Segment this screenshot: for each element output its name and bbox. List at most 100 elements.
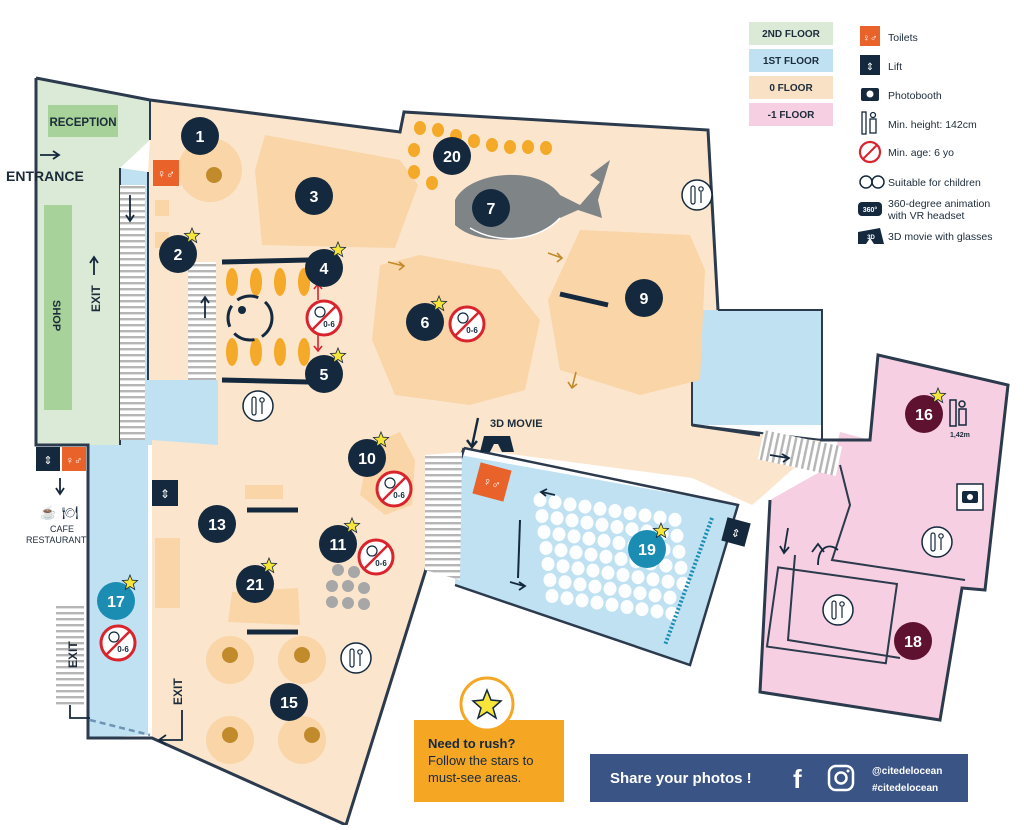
exhibit-pin-21[interactable]: 21 <box>236 556 278 603</box>
floor-swatch <box>749 49 833 72</box>
floor-swatch <box>749 76 833 99</box>
reception-label: RECEPTION <box>49 117 116 129</box>
floor-key-item: 0 FLOOR <box>749 76 833 99</box>
upper-room-blue <box>692 310 822 425</box>
lift-icon: ⇕ <box>36 447 60 471</box>
exhibit-pin-6[interactable]: 6 <box>406 294 448 341</box>
cafe-icon: ☕ 🍽 <box>40 504 79 520</box>
exhibit-pin-5[interactable]: 5 <box>305 346 347 393</box>
legend-label: 3D movie with glasses <box>888 231 992 243</box>
exhibit-pin-18[interactable]: 18 <box>894 622 932 660</box>
floor-swatch <box>749 103 833 126</box>
exhibit-pin-9[interactable]: 9 <box>625 279 663 317</box>
children-icon <box>921 526 953 558</box>
camera-icon <box>861 88 879 101</box>
exhibit-pin-13[interactable]: 13 <box>198 505 236 543</box>
share-label: Share your photos ! <box>610 770 752 787</box>
rush-line2: must-see areas. <box>428 770 521 785</box>
age-restriction-icon: 0-6 <box>357 538 395 576</box>
exhibit-pin-11[interactable]: 11 <box>319 516 361 563</box>
svg-text:🍽: 🍽 <box>62 505 79 520</box>
legend-label: Lift <box>888 61 902 73</box>
instagram-icon[interactable] <box>827 764 855 792</box>
cafe-label: CAFE <box>50 524 74 534</box>
surfer-icon <box>226 294 274 342</box>
exhibit-number: 11 <box>330 537 347 554</box>
toilets-icon: ♀♂ <box>62 447 86 471</box>
exhibit-number: 19 <box>638 542 656 559</box>
cafe-tables <box>206 167 326 764</box>
svg-text:☕: ☕ <box>40 504 56 520</box>
3d-glasses-icon: 3D <box>858 228 884 244</box>
exhibit-pin-15[interactable]: 15 <box>270 683 308 721</box>
rush-line1: Follow the stars to <box>428 753 534 768</box>
svg-text:♀♂: ♀♂ <box>66 455 83 467</box>
star-icon <box>929 386 947 404</box>
svg-text:⇕: ⇕ <box>160 487 170 501</box>
lift-icon: ⇕ <box>721 517 751 547</box>
exhibit-number: 13 <box>208 517 226 534</box>
stairs-exit-left <box>56 605 84 705</box>
vr-360-icon: 360° <box>858 202 882 216</box>
exhibit-pin-19[interactable]: 19 <box>628 521 670 568</box>
exhibit-number: 4 <box>320 261 329 278</box>
age-label: 0-6 <box>375 559 387 568</box>
exhibit-number: 6 <box>421 315 430 332</box>
exhibit-pin-17[interactable]: 17 <box>97 573 139 620</box>
share-handle: @citedelocean <box>872 766 942 777</box>
floor-key-item: 2ND FLOOR <box>749 22 833 45</box>
exhibit-pin-7[interactable]: 7 <box>472 189 510 227</box>
entrance-label: ENTRANCE <box>6 168 84 184</box>
lift-icon: ⇕ <box>860 55 880 75</box>
exit-label-top: EXIT <box>89 285 103 312</box>
stairs-center <box>188 262 216 380</box>
exit-label-bottom: EXIT <box>171 678 185 705</box>
children-icon <box>859 175 885 189</box>
floor-label: -1 FLOOR <box>768 110 815 121</box>
toilets-icon: ♀♂ <box>153 160 179 186</box>
svg-text:⇕: ⇕ <box>729 527 741 541</box>
height-icon <box>861 111 877 135</box>
svg-text:⇕: ⇕ <box>866 62 874 73</box>
legend-label: 360-degree animation <box>888 198 990 210</box>
3d-movie-label: 3D MOVIE <box>490 418 543 430</box>
legend-icons: ♀♂ ⇕ 360° 3D <box>858 26 885 244</box>
exhibit-pin-20[interactable]: 20 <box>433 137 471 175</box>
room-9 <box>548 230 705 395</box>
stairs-minus1 <box>757 430 843 476</box>
facebook-icon[interactable]: f <box>793 764 802 794</box>
exhibit-pin-16[interactable]: 16 <box>905 386 947 433</box>
exhibit-pin-1[interactable]: 1 <box>181 117 219 155</box>
exhibit-number: 17 <box>107 594 125 611</box>
floor-key-item: -1 FLOOR <box>749 103 833 126</box>
rush-title: Need to rush? <box>428 736 515 751</box>
age-icon <box>858 140 882 164</box>
stairs-entrance <box>120 185 145 440</box>
exhibit-number: 7 <box>487 201 496 218</box>
exhibit-pin-4[interactable]: 4 <box>305 240 347 287</box>
share-banner: Share your photos ! f @citedelocean #cit… <box>590 754 968 802</box>
children-icon <box>822 594 854 626</box>
floor-area-minus1 <box>760 355 1008 720</box>
svg-text:3D: 3D <box>867 235 875 241</box>
star-icon <box>652 521 670 539</box>
exhibit-pin-10[interactable]: 10 <box>348 430 390 477</box>
star-icon <box>471 687 503 720</box>
exhibit-pin-2[interactable]: 2 <box>159 226 201 273</box>
exhibit-pin-3[interactable]: 3 <box>295 177 333 215</box>
stairs-cinema <box>425 452 462 580</box>
rush-box: Need to rush? Follow the stars to must-s… <box>414 676 564 802</box>
floor-key-item: 1ST FLOOR <box>749 49 833 72</box>
svg-text:♀♂: ♀♂ <box>481 474 502 492</box>
star-icon <box>343 516 361 534</box>
shop-area <box>44 205 72 410</box>
exhibit-number: 1 <box>196 129 205 146</box>
legend-label: with VR headset <box>887 210 965 222</box>
wave-pool-lights <box>226 268 310 366</box>
exit-label-left: EXIT <box>66 641 80 668</box>
height-icon <box>949 399 967 427</box>
min-height-value: 1,42m <box>950 432 970 439</box>
exhibit-number: 18 <box>904 634 922 651</box>
legend-label: Toilets <box>888 32 918 44</box>
